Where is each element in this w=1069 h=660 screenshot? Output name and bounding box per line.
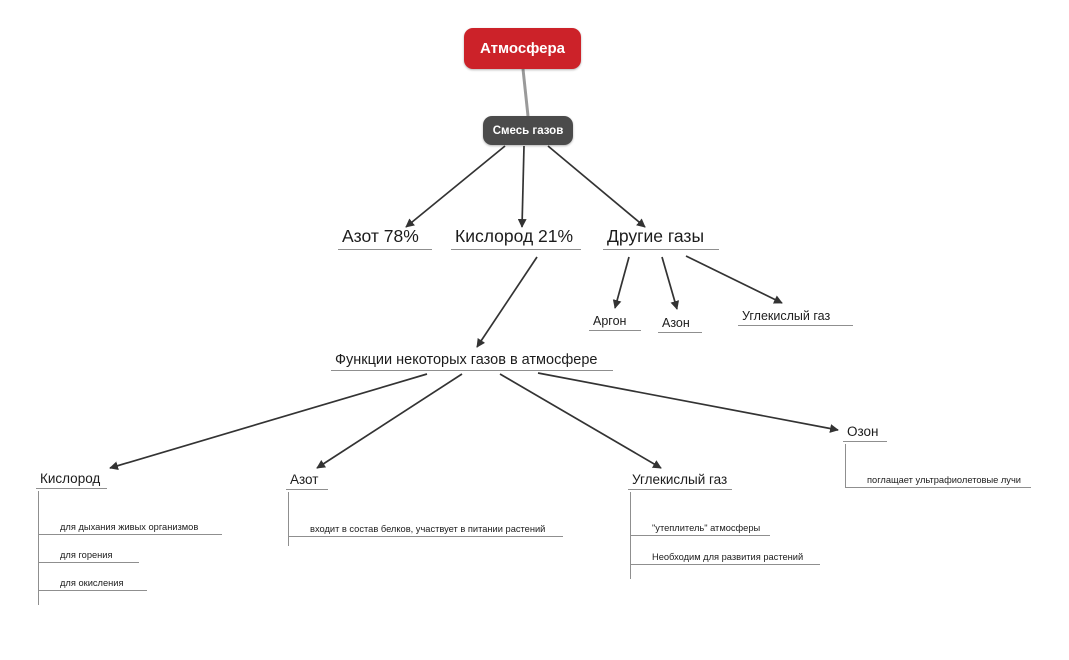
group-nitrogen-heading[interactable]: Азот — [286, 472, 328, 491]
edge-mix-to-other-gases — [547, 145, 646, 228]
group-oxygen-item-3-label: для окисления — [60, 578, 124, 588]
edge-oxygen-to-functions — [476, 256, 538, 348]
node-argon-underline — [589, 330, 641, 331]
node-gas-functions-underline — [331, 370, 613, 372]
group-carbon-dioxide-item-1[interactable]: "утеплитель" атмосферы — [630, 523, 770, 537]
node-ozone-gas[interactable]: Азон — [658, 316, 702, 333]
node-oxygen-21[interactable]: Кислород 21% — [451, 226, 581, 250]
node-gas-mixture-label: Смесь газов — [492, 124, 564, 137]
group-nitrogen-heading-label: Азот — [290, 472, 319, 487]
group-ozone-heading-label: Озон — [847, 424, 879, 439]
node-nitrogen-78-label: Азот 78% — [342, 226, 419, 246]
group-oxygen-heading-label: Кислород — [40, 471, 101, 486]
node-gas-mixture[interactable]: Смесь газов — [483, 116, 573, 145]
group-oxygen-item-1-label: для дыхания живых организмов — [60, 522, 199, 532]
group-carbon-dioxide-item-2-underline — [630, 564, 820, 566]
group-oxygen-item-1-underline — [38, 534, 222, 536]
group-ozone-item-1-underline — [845, 487, 1031, 489]
group-nitrogen-item-1[interactable]: входит в состав белков, участвует в пита… — [288, 524, 563, 538]
group-oxygen-heading[interactable]: Кислород — [36, 471, 107, 490]
group-oxygen-item-3-underline — [38, 590, 147, 592]
group-oxygen-item-3[interactable]: для окисления — [38, 578, 147, 592]
group-ozone-item-1[interactable]: поглащает ультрафиолетовые лучи — [845, 475, 1031, 489]
edge-mix-to-oxygen — [517, 145, 527, 228]
node-gas-functions-label: Функции некоторых газов в атмосфере — [335, 352, 598, 368]
node-carbon-dioxide-gas-label: Углекислый газ — [742, 309, 831, 323]
node-atmosphere-label: Атмосфера — [480, 40, 565, 57]
group-ozone-bracket — [845, 444, 846, 488]
group-carbon-dioxide-heading-underline — [628, 489, 732, 491]
group-ozone-item-1-label: поглащает ультрафиолетовые лучи — [867, 475, 1021, 485]
node-nitrogen-78-underline — [338, 248, 432, 250]
group-oxygen-item-1[interactable]: для дыхания живых организмов — [38, 522, 222, 536]
node-nitrogen-78[interactable]: Азот 78% — [338, 226, 432, 250]
edge-mix-to-nitrogen — [405, 145, 506, 228]
edge-other-to-carbon-dioxide — [685, 255, 783, 304]
node-oxygen-21-underline — [451, 248, 581, 250]
node-argon[interactable]: Аргон — [589, 314, 641, 331]
edge-functions-to-ozone-group — [537, 372, 839, 433]
node-gas-functions[interactable]: Функции некоторых газов в атмосфере — [331, 352, 613, 372]
group-oxygen-item-2-label: для горения — [60, 550, 113, 560]
edge-functions-to-oxygen-group — [109, 373, 428, 470]
node-carbon-dioxide-gas[interactable]: Углекислый газ — [738, 309, 853, 326]
node-carbon-dioxide-gas-underline — [738, 325, 853, 326]
group-nitrogen-item-1-underline — [288, 536, 563, 538]
edge-other-to-argon — [612, 256, 630, 309]
group-oxygen-item-2-underline — [38, 562, 139, 564]
group-ozone-heading[interactable]: Озон — [843, 424, 887, 443]
node-other-gases-underline — [603, 248, 719, 250]
node-argon-label: Аргон — [593, 314, 627, 328]
group-carbon-dioxide-heading[interactable]: Углекислый газ — [628, 472, 732, 491]
node-oxygen-21-label: Кислород 21% — [455, 226, 574, 246]
group-nitrogen-bracket — [288, 492, 289, 546]
group-carbon-dioxide-item-1-underline — [630, 535, 770, 537]
group-oxygen-bracket — [38, 491, 39, 605]
group-ozone-heading-underline — [843, 441, 887, 443]
node-ozone-gas-underline — [658, 332, 702, 333]
group-carbon-dioxide-item-2[interactable]: Необходим для развития растений — [630, 552, 820, 566]
group-nitrogen-heading-underline — [286, 489, 328, 491]
edge-root-to-mix — [521, 68, 530, 117]
group-carbon-dioxide-item-1-label: "утеплитель" атмосферы — [652, 523, 761, 533]
node-ozone-gas-label: Азон — [662, 316, 690, 330]
group-nitrogen-item-1-label: входит в состав белков, участвует в пита… — [310, 524, 546, 534]
edge-functions-to-nitrogen-group — [316, 373, 463, 469]
group-carbon-dioxide-item-2-label: Необходим для развития растений — [652, 552, 804, 562]
group-oxygen-item-2[interactable]: для горения — [38, 550, 139, 564]
group-oxygen-heading-underline — [36, 488, 107, 490]
node-atmosphere[interactable]: Атмосфера — [464, 28, 581, 69]
edge-functions-to-carbon-dioxide-group — [499, 373, 662, 469]
node-other-gases-label: Другие газы — [607, 226, 705, 246]
node-other-gases[interactable]: Другие газы — [603, 226, 719, 250]
edge-other-to-ozone — [661, 256, 680, 310]
group-carbon-dioxide-heading-label: Углекислый газ — [632, 472, 728, 487]
